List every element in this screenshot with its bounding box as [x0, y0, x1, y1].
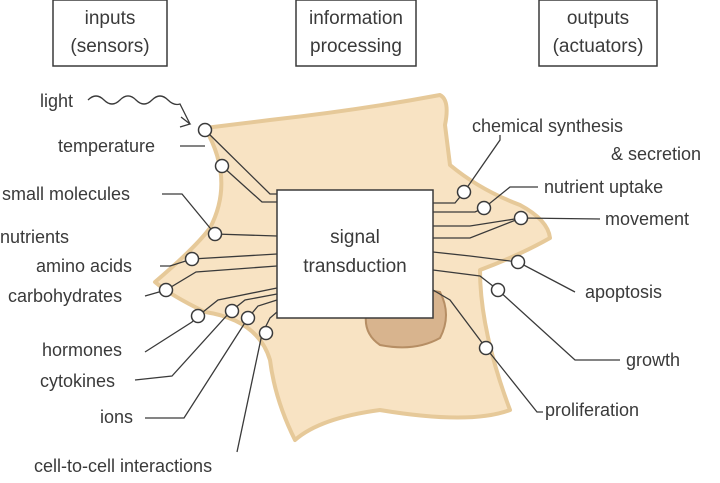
- growth-node: [490, 282, 506, 298]
- processing-header: information processing: [295, 0, 417, 67]
- label-small-molecules: small molecules: [2, 184, 130, 204]
- nutrients-to-box-line: [214, 233, 278, 237]
- label-carbohydrates: carbohydrates: [8, 286, 122, 306]
- amino-acids-line: [160, 253, 278, 267]
- cell-to-cell-sensor-node: [258, 325, 274, 341]
- temperature-sensor-node: [214, 158, 230, 174]
- carbohydrates-sensor-node: [158, 282, 174, 298]
- ions-sensor-node: [240, 310, 256, 326]
- amino-acids-sensor-node: [184, 251, 200, 267]
- label-nutrients: nutrients: [0, 227, 69, 247]
- outputs-header: outputs (actuators): [538, 0, 658, 67]
- movement-line-2: [433, 217, 522, 239]
- output-actuator-nodes: [456, 184, 529, 356]
- temperature-to-box-line: [221, 165, 277, 203]
- light-sensor-node: [197, 122, 213, 138]
- label-cytokines: cytokines: [40, 371, 115, 391]
- carbohydrates-line: [144, 265, 278, 297]
- label-nutrient-uptake: nutrient uptake: [544, 177, 663, 197]
- processing-header-line1: information: [309, 8, 403, 29]
- label-proliferation: proliferation: [545, 400, 639, 420]
- nutrient-uptake-node: [476, 200, 492, 216]
- movement-node: [513, 210, 529, 226]
- nutrients-sensor-node: [207, 226, 223, 242]
- label-chemical-synthesis: chemical synthesis: [472, 116, 623, 136]
- outputs-header-line2: (actuators): [553, 36, 644, 57]
- movement-line: [433, 217, 601, 227]
- label-hormones: hormones: [42, 340, 122, 360]
- inputs-header: inputs (sensors): [52, 0, 168, 67]
- signal-transduction-line2: transduction: [303, 256, 407, 277]
- small-molecules-line: [162, 193, 216, 235]
- output-labels: chemical synthesis & secretion nutrient …: [472, 116, 701, 420]
- light-wave: [87, 95, 191, 125]
- label-temperature: temperature: [58, 136, 155, 156]
- inputs-header-line2: (sensors): [70, 36, 149, 57]
- hormones-sensor-node: [190, 308, 206, 324]
- input-labels: light temperature small molecules nutrie…: [0, 91, 212, 476]
- label-apoptosis: apoptosis: [585, 282, 662, 302]
- label-light: light: [40, 91, 73, 111]
- label-amino-acids: amino acids: [36, 256, 132, 276]
- label-cell-to-cell: cell-to-cell interactions: [34, 456, 212, 476]
- apoptosis-node: [510, 254, 526, 270]
- signal-transduction-line1: signal: [330, 227, 380, 248]
- inputs-header-box: [52, 0, 168, 67]
- label-ions: ions: [100, 407, 133, 427]
- signal-transduction-rect: [276, 189, 434, 319]
- processing-header-box: [295, 0, 417, 67]
- label-movement: movement: [605, 209, 689, 229]
- processing-header-line2: processing: [310, 36, 402, 57]
- light-arrowhead: [179, 116, 192, 128]
- label-secretion: & secretion: [611, 144, 701, 164]
- outputs-header-line1: outputs: [567, 8, 629, 29]
- light-to-box-line: [204, 129, 277, 195]
- apoptosis-line: [432, 251, 576, 293]
- signal-transduction-box: signal transduction: [276, 189, 434, 319]
- proliferation-node: [478, 340, 494, 356]
- chemical-synthesis-node: [456, 184, 472, 200]
- label-growth: growth: [626, 350, 680, 370]
- cytokines-sensor-node: [224, 303, 240, 319]
- input-sensor-nodes: [158, 122, 274, 341]
- inputs-header-line1: inputs: [85, 8, 136, 29]
- outputs-header-box: [538, 0, 658, 67]
